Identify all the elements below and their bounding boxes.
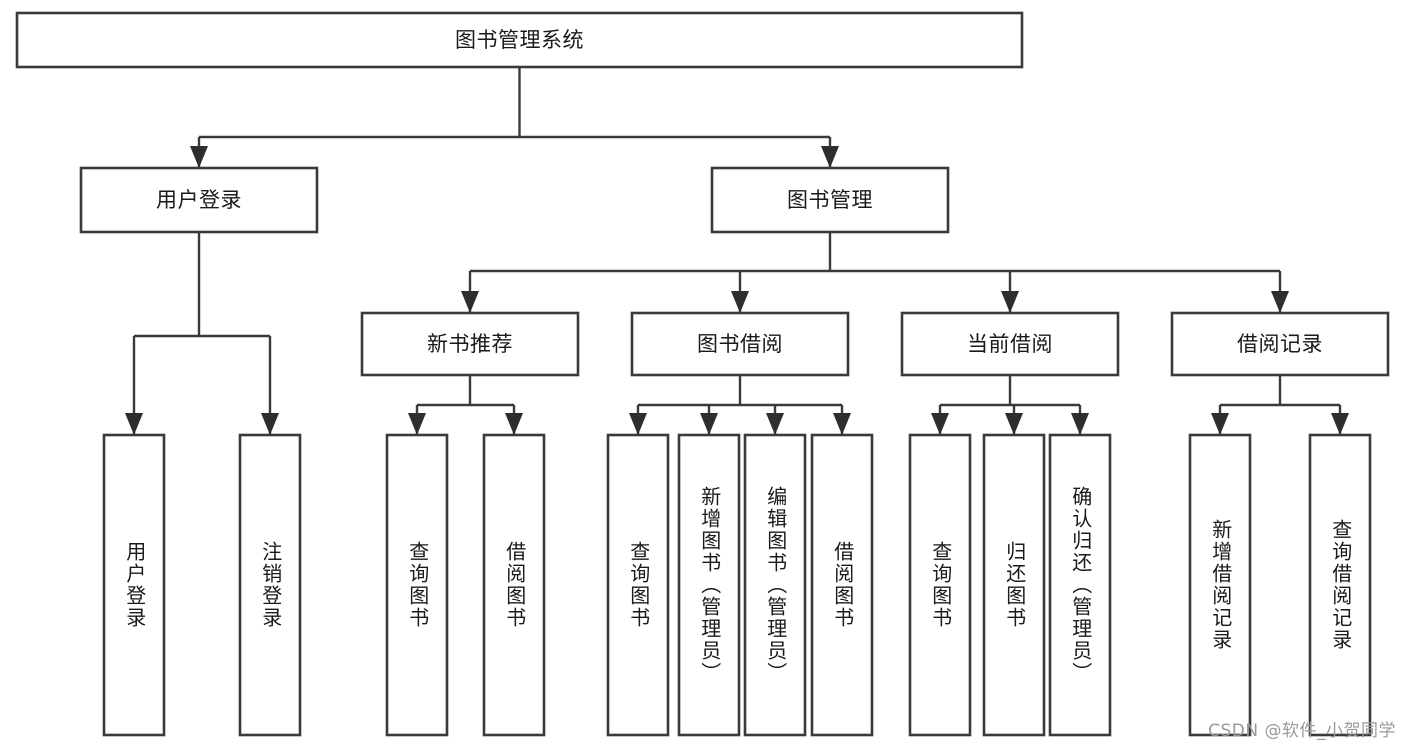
node-rect — [743, 433, 807, 737]
leaf-node-查询图书[interactable] — [606, 433, 670, 737]
node-rect — [482, 433, 546, 737]
branch-node-当前借阅[interactable]: 当前借阅 — [900, 311, 1120, 377]
branch-node-借阅记录[interactable]: 借阅记录 — [1170, 311, 1390, 377]
leaf-node-归还图书[interactable] — [982, 433, 1046, 737]
arrow-head-icon — [931, 413, 949, 435]
leaf-node-确认归还管理员[interactable] — [1048, 433, 1112, 737]
arrow-head-icon — [766, 413, 784, 435]
arrow-head-icon — [408, 413, 426, 435]
arrow-head-icon — [1271, 291, 1289, 313]
node-rect — [385, 433, 449, 737]
leaf-node-新增图书管理员[interactable] — [677, 433, 741, 737]
node-rect — [360, 311, 580, 377]
node-rect — [982, 433, 1046, 737]
arrow-head-icon — [1001, 291, 1019, 313]
branch-node-图书借阅[interactable]: 图书借阅 — [630, 311, 850, 377]
arrow-head-icon — [833, 413, 851, 435]
node-rect — [900, 311, 1120, 377]
arrow-head-icon — [261, 413, 279, 435]
node-label: 当前借阅 — [967, 332, 1053, 356]
leaf-node-注销登录[interactable] — [238, 433, 302, 737]
node-rect — [630, 311, 850, 377]
leaf-node-查询图书[interactable] — [385, 433, 449, 737]
node-label: 用户登录 — [156, 188, 242, 212]
arrow-head-icon — [1071, 413, 1089, 435]
node-rect — [238, 433, 302, 737]
node-label: 图书管理系统 — [455, 28, 584, 52]
arrow-head-icon — [821, 146, 839, 168]
arrow-head-icon — [1211, 413, 1229, 435]
node-rect — [606, 433, 670, 737]
node-rect — [1048, 433, 1112, 737]
arrow-head-icon — [190, 146, 208, 168]
node-label: 图书管理 — [787, 188, 873, 212]
root-node-图书管理系统[interactable]: 图书管理系统 — [15, 11, 1024, 69]
node-rect — [677, 433, 741, 737]
arrow-head-icon — [1005, 413, 1023, 435]
leaf-node-查询借阅记录[interactable] — [1308, 433, 1372, 737]
node-rect — [1188, 433, 1252, 737]
arrow-head-icon — [731, 291, 749, 313]
arrow-head-icon — [505, 413, 523, 435]
branch-node-图书管理[interactable]: 图书管理 — [710, 166, 950, 234]
node-rect — [79, 166, 319, 234]
leaf-node-借阅图书[interactable] — [482, 433, 546, 737]
arrow-head-icon — [700, 413, 718, 435]
leaf-node-查询图书[interactable] — [908, 433, 972, 737]
node-rect — [908, 433, 972, 737]
arrow-head-icon — [1331, 413, 1349, 435]
connector-layer — [125, 67, 1349, 435]
leaf-node-用户登录[interactable] — [102, 433, 166, 737]
node-rect — [1308, 433, 1372, 737]
node-label: 借阅记录 — [1237, 332, 1323, 356]
branch-node-用户登录[interactable]: 用户登录 — [79, 166, 319, 234]
leaf-node-新增借阅记录[interactable] — [1188, 433, 1252, 737]
arrow-head-icon — [629, 413, 647, 435]
arrow-head-icon — [461, 291, 479, 313]
node-rect — [15, 11, 1024, 69]
node-rect — [1170, 311, 1390, 377]
node-rect — [102, 433, 166, 737]
arrow-head-icon — [125, 413, 143, 435]
leaf-node-编辑图书管理员[interactable] — [743, 433, 807, 737]
node-rect — [710, 166, 950, 234]
node-label: 图书借阅 — [697, 332, 783, 356]
branch-node-新书推荐[interactable]: 新书推荐 — [360, 311, 580, 377]
leaf-node-借阅图书[interactable] — [810, 433, 874, 737]
node-rect — [810, 433, 874, 737]
node-label: 新书推荐 — [427, 332, 513, 356]
watermark-text: CSDN @软件_小贺同学 — [1208, 721, 1396, 741]
